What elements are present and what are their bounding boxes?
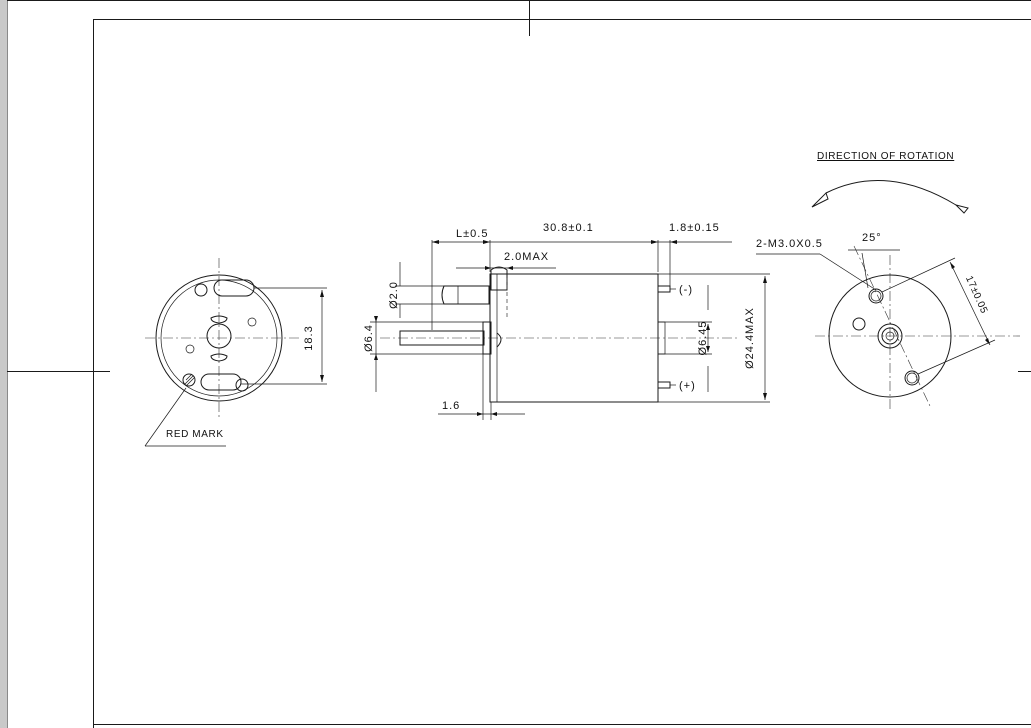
terminal-negative: (-)	[679, 284, 693, 296]
terminal-positive: (+)	[679, 380, 696, 392]
dim-2-0max: 2.0MAX	[504, 251, 549, 263]
dim-d6-4: Ø6.4	[363, 324, 375, 352]
dim-d6-45: Ø6.45	[697, 321, 709, 356]
spacing-label: 17±0.05	[963, 274, 989, 315]
dim-d24-4max: Ø24.4MAX	[744, 307, 756, 369]
right-end-view: DIRECTION OF ROTATION 25° 2-M3.0X0.5	[756, 151, 1020, 410]
angle-25-label: 25°	[862, 232, 882, 244]
dim-18-3: 18.3	[303, 325, 315, 350]
viewer-scrollbar[interactable]	[0, 0, 8, 728]
direction-of-rotation-label: DIRECTION OF ROTATION	[817, 151, 954, 162]
dim-body-length: 30.8±0.1	[543, 222, 594, 234]
dim-l-tolerance: L±0.5	[456, 228, 488, 240]
red-mark-label: RED MARK	[166, 429, 224, 440]
dim-d2-0: Ø2.0	[388, 281, 400, 309]
side-view: Ø6.45 (-) (+) Ø24.4MAX L±0.5 30.8±0.1 1.…	[363, 222, 770, 420]
screw-label: 2-M3.0X0.5	[756, 238, 823, 250]
dim-1-6: 1.6	[442, 400, 460, 412]
dim-terminal: 1.8±0.15	[669, 222, 720, 234]
left-end-view: 18.3 RED MARK	[144, 258, 327, 447]
